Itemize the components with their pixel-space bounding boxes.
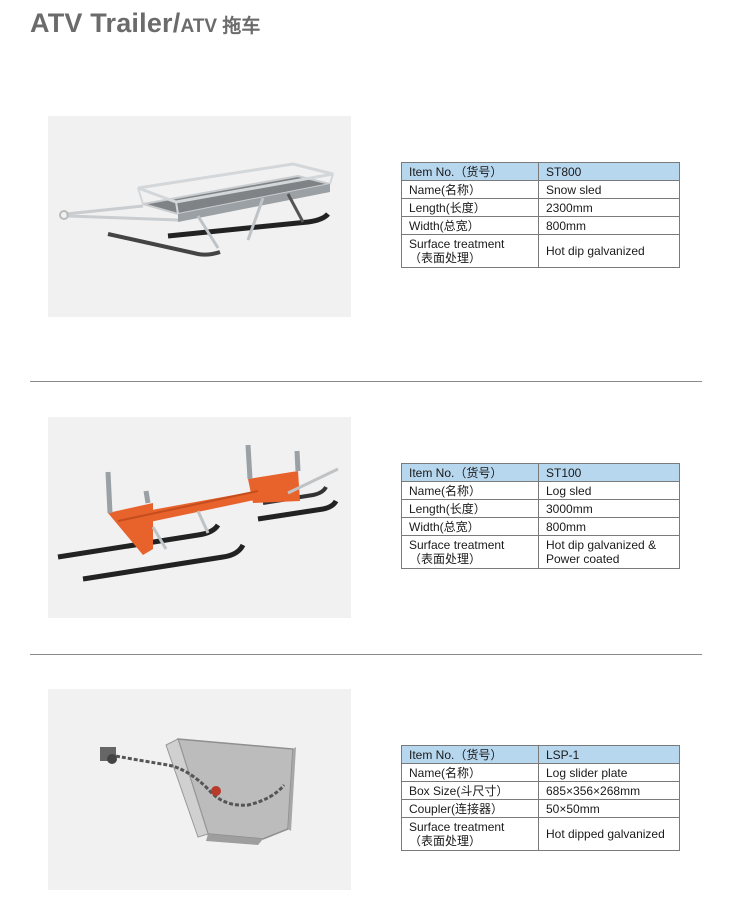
table-row: Item No.（货号） ST800 <box>401 162 680 181</box>
surface-value-line1: Hot dip galvanized & <box>546 538 657 552</box>
surface-label-line1: Surface treatment <box>409 237 505 251</box>
surface-label-line2: （表面处理） <box>409 834 482 848</box>
spec-label: Item No.（货号） <box>401 745 539 764</box>
table-row: Coupler(连接器） 50×50mm <box>401 799 680 818</box>
surface-label-line2: （表面处理） <box>409 552 482 566</box>
log-sled-photo <box>48 417 351 618</box>
spec-value: Log sled <box>538 481 680 500</box>
page-title-en: ATV Trailer/ <box>30 8 181 38</box>
spec-label: Box Size(斗尺寸） <box>401 781 539 800</box>
table-row: Surface treatment （表面处理） Hot dip galvani… <box>401 234 680 268</box>
table-row: Item No.（货号） ST100 <box>401 463 680 482</box>
spec-value: 800mm <box>538 216 680 235</box>
spec-label: Item No.（货号） <box>401 162 539 181</box>
spec-label: Surface treatment （表面处理） <box>401 535 539 569</box>
section-divider <box>30 381 702 382</box>
table-row: Name(名称） Snow sled <box>401 180 680 199</box>
page-title-cn: ATV 拖车 <box>180 16 261 37</box>
spec-label: Width(总宽） <box>401 216 539 235</box>
log-slider-plate-photo <box>48 689 351 890</box>
spec-value: ST800 <box>538 162 680 181</box>
spec-value: ST100 <box>538 463 680 482</box>
spec-value: Hot dip galvanized & Power coated <box>538 535 680 569</box>
spec-value: 3000mm <box>538 499 680 518</box>
section-divider <box>30 654 702 655</box>
spec-table-st800: Item No.（货号） ST800 Name(名称） Snow sled Le… <box>401 162 680 268</box>
spec-value: 2300mm <box>538 198 680 217</box>
surface-value-line2: Power coated <box>546 552 620 566</box>
surface-label-line2: （表面处理） <box>409 251 482 265</box>
spec-label: Length(长度） <box>401 499 539 518</box>
table-row: Surface treatment （表面处理） Hot dip galvani… <box>401 535 680 569</box>
table-row: Width(总宽） 800mm <box>401 216 680 235</box>
surface-label-line1: Surface treatment <box>409 820 505 834</box>
spec-label: Length(长度） <box>401 198 539 217</box>
table-row: Length(长度） 2300mm <box>401 198 680 217</box>
spec-value: 685×356×268mm <box>538 781 680 800</box>
spec-value: 800mm <box>538 517 680 536</box>
snow-sled-photo <box>48 116 351 317</box>
table-row: Item No.（货号） LSP-1 <box>401 745 680 764</box>
spec-value: Snow sled <box>538 180 680 199</box>
page-title: ATV Trailer/ATV 拖车 <box>30 8 260 42</box>
table-row: Surface treatment （表面处理） Hot dipped galv… <box>401 817 680 851</box>
spec-table-lsp1: Item No.（货号） LSP-1 Name(名称） Log slider p… <box>401 745 680 851</box>
spec-label: Width(总宽） <box>401 517 539 536</box>
table-row: Box Size(斗尺寸） 685×356×268mm <box>401 781 680 800</box>
spec-value: Log slider plate <box>538 763 680 782</box>
spec-table-st100: Item No.（货号） ST100 Name(名称） Log sled Len… <box>401 463 680 569</box>
spec-label: Surface treatment （表面处理） <box>401 817 539 851</box>
spec-value: Hot dipped galvanized <box>538 817 680 851</box>
table-row: Width(总宽） 800mm <box>401 517 680 536</box>
spec-label: Name(名称） <box>401 481 539 500</box>
spec-label: Item No.（货号） <box>401 463 539 482</box>
surface-label-line1: Surface treatment <box>409 538 505 552</box>
spec-value: LSP-1 <box>538 745 680 764</box>
spec-label: Coupler(连接器） <box>401 799 539 818</box>
table-row: Name(名称） Log slider plate <box>401 763 680 782</box>
spec-value: Hot dip galvanized <box>538 234 680 268</box>
table-row: Length(长度） 3000mm <box>401 499 680 518</box>
spec-label: Surface treatment （表面处理） <box>401 234 539 268</box>
spec-label: Name(名称） <box>401 763 539 782</box>
surface-value-line1: Hot dipped galvanized <box>546 827 665 841</box>
surface-value-line1: Hot dip galvanized <box>546 244 645 258</box>
spec-label: Name(名称） <box>401 180 539 199</box>
spec-value: 50×50mm <box>538 799 680 818</box>
table-row: Name(名称） Log sled <box>401 481 680 500</box>
